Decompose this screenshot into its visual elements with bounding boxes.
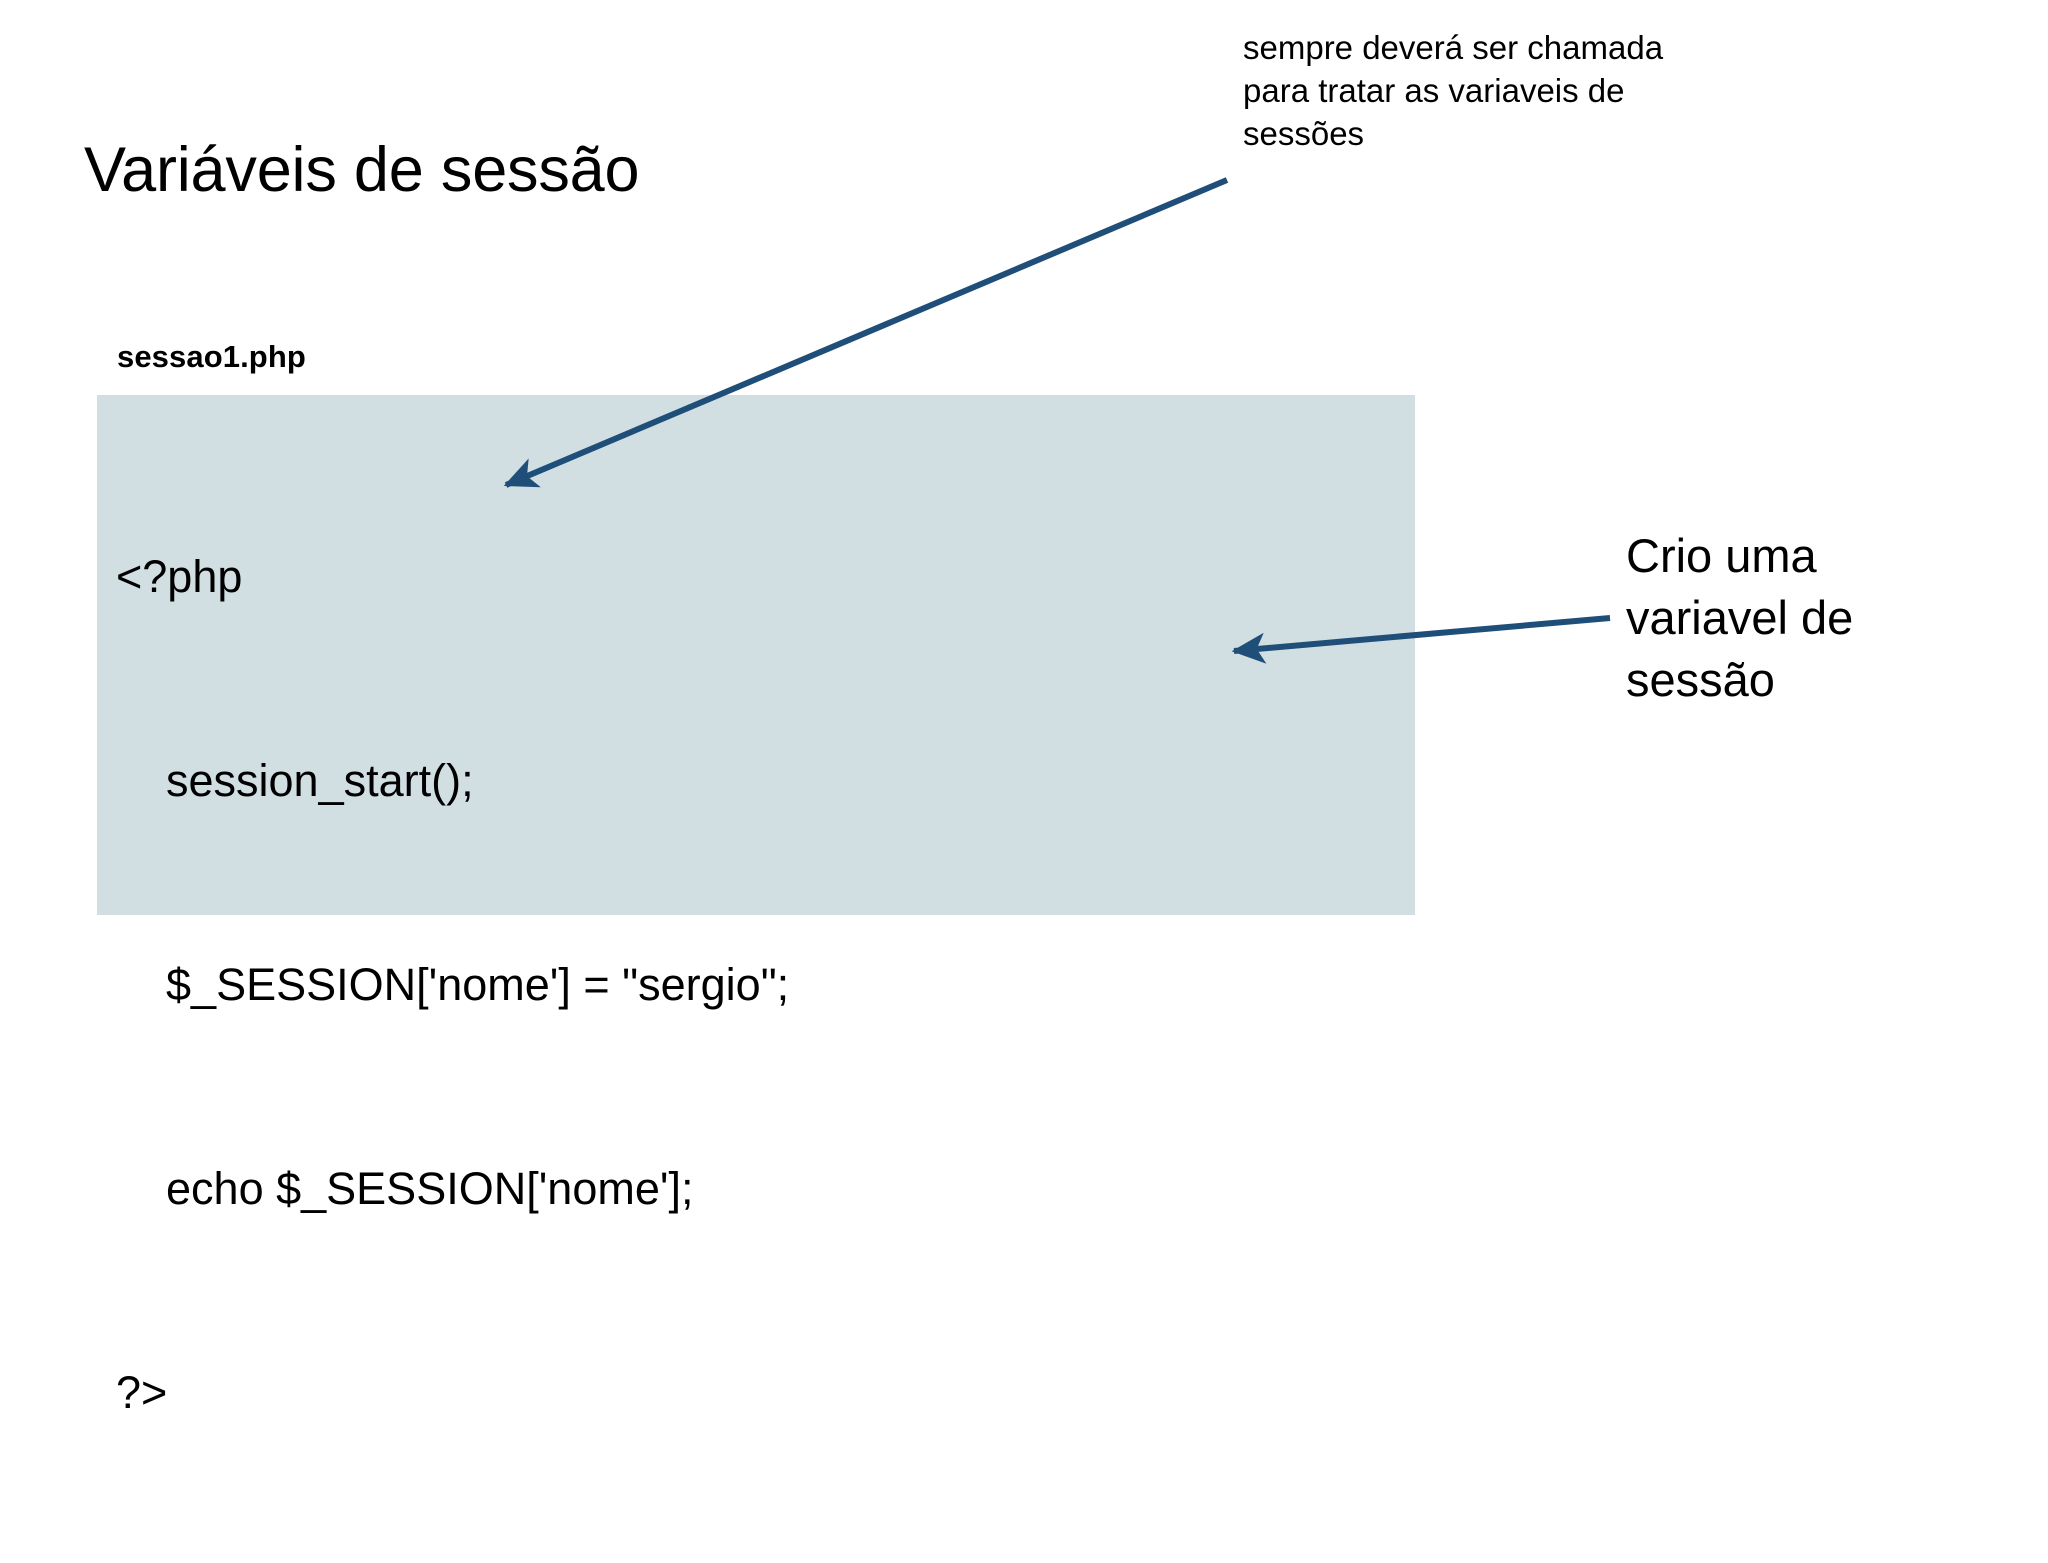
callout-top-line-1: sempre deverá ser chamada <box>1243 29 1664 66</box>
callout-right-line-3: sessão <box>1626 653 1775 707</box>
code-block: <?php session_start(); $_SESSION['nome']… <box>97 395 1415 1418</box>
callout-right-line-2: variavel de <box>1626 591 1854 645</box>
code-line: <?php <box>116 551 243 602</box>
code-line: ?> <box>116 1367 168 1418</box>
code-file-label: sessao1.php <box>117 339 306 374</box>
callout-top-line-2: para tratar as variaveis de <box>1243 71 1625 109</box>
code-line: echo $_SESSION['nome']; <box>116 1163 694 1214</box>
code-listing: <?php session_start(); $_SESSION['nome']… <box>116 407 1406 1563</box>
code-line: session_start(); <box>116 755 474 806</box>
callout-top-text: sempre deverá ser chamada para tratar as… <box>1243 27 1943 156</box>
page-title: Variáveis de sessão <box>84 135 640 205</box>
callout-right-text: Crio uma variavel de sessão <box>1626 525 2006 711</box>
code-line: $_SESSION['nome'] = "sergio"; <box>116 959 790 1010</box>
callout-top-line-3: sessões <box>1243 114 1365 152</box>
callout-right-line-1: Crio uma <box>1626 529 1817 582</box>
